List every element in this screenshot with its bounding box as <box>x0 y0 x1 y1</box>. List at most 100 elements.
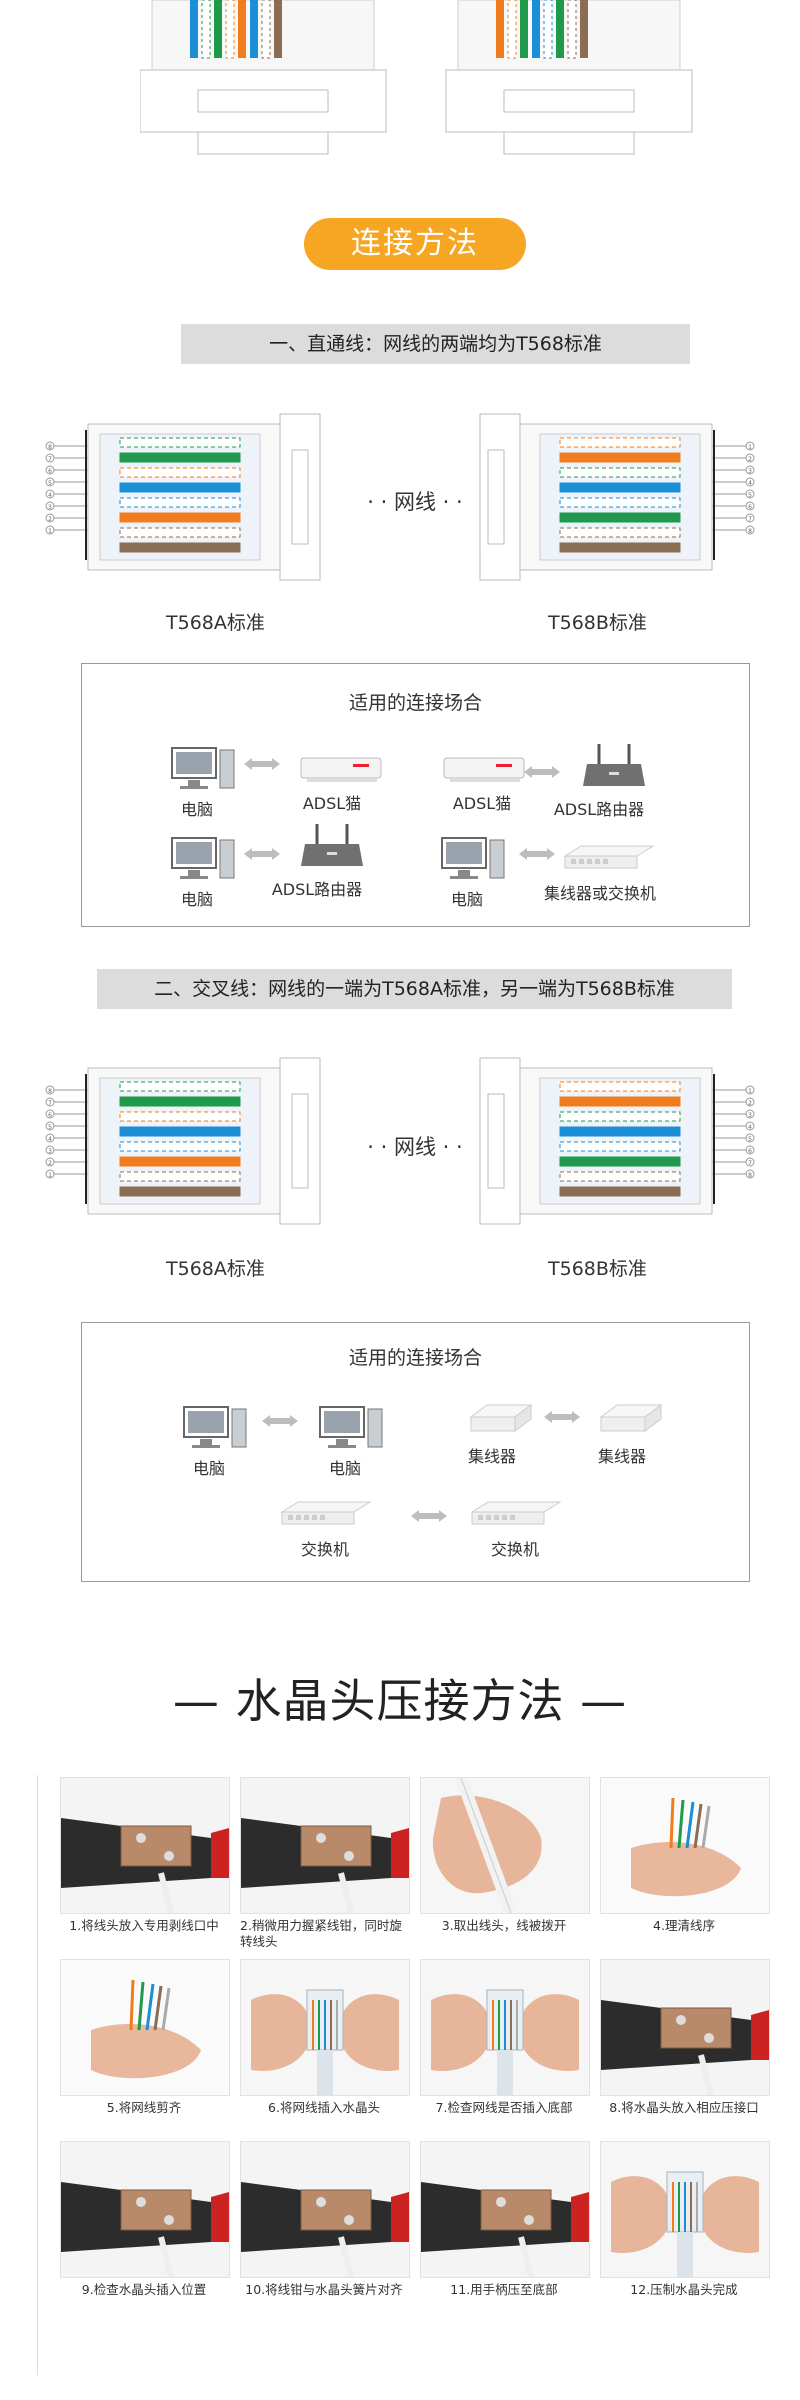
step-photo <box>600 1777 770 1914</box>
step-photo <box>60 1959 230 2096</box>
device-label: 电脑 <box>180 890 213 909</box>
device: 电脑 <box>174 1403 259 1479</box>
pin-number: 7 <box>48 1100 52 1107</box>
crimp-step-1: 1.将线头放入专用剥线口中 <box>60 1777 230 1934</box>
bidirectional-arrow-icon <box>242 756 282 776</box>
top-connector-left <box>140 0 387 155</box>
pin-number: 2 <box>48 516 52 523</box>
pin-number: 6 <box>748 504 752 511</box>
crimp-step-7: 7.检查网线是否插入底部 <box>420 1959 590 2116</box>
step-photo <box>420 2141 590 2278</box>
pin-number: 2 <box>48 1160 52 1167</box>
device: 电脑 <box>162 834 247 910</box>
pin-number: 8 <box>48 444 52 451</box>
pin-number: 8 <box>748 528 752 535</box>
pin-number: 4 <box>748 1124 752 1131</box>
connection-method-badge: 连接方法 <box>304 218 526 270</box>
pin-number: 6 <box>48 468 52 475</box>
crimp-step-8: 8.将水晶头放入相应压接口 <box>600 1959 770 2116</box>
step-caption: 12.压制水晶头完成 <box>630 2282 738 2297</box>
crimping-method-title: — 水晶头压接方法 — <box>172 1674 628 1728</box>
step-photo <box>600 2141 770 2278</box>
pin-number: 2 <box>748 1100 752 1107</box>
pin-number: 6 <box>48 1112 52 1119</box>
pin-number: 4 <box>48 492 52 499</box>
pin-number: 1 <box>748 1088 752 1095</box>
step-caption: 11.用手柄压至底部 <box>450 2282 558 2297</box>
step-photo <box>240 2141 410 2278</box>
bidirectional-arrow-icon <box>242 846 282 866</box>
section1-left-standard: T568A标准 <box>166 612 265 634</box>
computer-icon <box>432 834 517 886</box>
top-connector-right <box>445 0 693 155</box>
switch-icon <box>277 1498 375 1536</box>
pin-number: 3 <box>48 1148 52 1155</box>
pin-number: 2 <box>748 456 752 463</box>
step-caption: 8.将水晶头放入相应压接口 <box>609 2100 759 2115</box>
left-guide-line <box>37 1775 38 2375</box>
section2-usage-box: 适用的连接场合 电脑电脑集线器集线器交换机交换机 <box>81 1322 750 1582</box>
step-photo <box>240 1777 410 1914</box>
pin-number: 7 <box>748 1160 752 1167</box>
section2-right-standard: T568B标准 <box>548 1258 647 1280</box>
step-caption: 6.将网线插入水晶头 <box>268 2100 380 2115</box>
pin-number: 7 <box>748 516 752 523</box>
device: ADSL路由器 <box>272 822 382 900</box>
hub-icon <box>457 1399 542 1443</box>
computer-icon <box>174 1403 259 1455</box>
pin-number: 8 <box>48 1088 52 1095</box>
step-photo <box>60 1777 230 1914</box>
bidirectional-arrow-icon <box>260 1413 300 1433</box>
device: ADSL猫 <box>287 752 397 814</box>
router-icon <box>564 742 664 796</box>
device-label: 电脑 <box>180 800 213 819</box>
pin-number: 4 <box>748 480 752 487</box>
step-caption: 2.稍微用力握紧线钳，同时旋转线头 <box>240 1918 402 1949</box>
device: 交换机 <box>277 1498 375 1560</box>
device-label: ADSL路由器 <box>271 880 363 899</box>
top-connectors-illustration <box>140 0 693 155</box>
step-caption: 7.检查网线是否插入底部 <box>435 2100 573 2115</box>
pin-number: 1 <box>48 528 52 535</box>
section2-usage-title: 适用的连接场合 <box>348 1347 482 1369</box>
device: ADSL路由器 <box>554 742 664 820</box>
step-caption: 5.将网线剪齐 <box>106 2100 182 2115</box>
device: 集线器 <box>457 1399 542 1467</box>
section2-left-standard: T568A标准 <box>166 1258 265 1280</box>
bidirectional-arrow-icon <box>517 846 557 866</box>
section1-right-standard: T568B标准 <box>548 612 647 634</box>
device-label: 电脑 <box>328 1459 361 1478</box>
computer-icon <box>162 834 247 886</box>
pin-number: 8 <box>748 1172 752 1179</box>
step-caption: 10.将线钳与水晶头簧片对齐 <box>245 2282 403 2297</box>
switch-icon <box>552 842 665 880</box>
step-photo <box>600 1959 770 2096</box>
device-label: 交换机 <box>300 1540 349 1559</box>
pin-number: 7 <box>48 456 52 463</box>
computer-icon <box>310 1403 395 1455</box>
pin-number: 3 <box>748 1112 752 1119</box>
device-label: 交换机 <box>490 1540 539 1559</box>
pin-number: 5 <box>48 1124 52 1131</box>
pin-number: 1 <box>48 1172 52 1179</box>
crimp-step-3: 3.取出线头，线被拨开 <box>420 1777 590 1934</box>
pin-number: 1 <box>748 444 752 451</box>
step-photo <box>420 1959 590 2096</box>
crimp-step-9: 9.检查水晶头插入位置 <box>60 2141 230 2298</box>
crimp-step-11: 11.用手柄压至底部 <box>420 2141 590 2298</box>
pin-number: 4 <box>48 1136 52 1143</box>
step-caption: 3.取出线头，线被拨开 <box>441 1918 567 1933</box>
device-label: 电脑 <box>450 890 483 909</box>
pin-number: 5 <box>48 480 52 487</box>
computer-icon <box>162 744 247 796</box>
pin-number: 5 <box>748 1136 752 1143</box>
section1-cable-label: · · 网线 · · <box>367 490 463 514</box>
device: 电脑 <box>310 1403 395 1479</box>
crimp-step-5: 5.将网线剪齐 <box>60 1959 230 2116</box>
crimp-step-10: 10.将线钳与水晶头簧片对齐 <box>240 2141 410 2298</box>
crimping-steps-grid: 1.将线头放入专用剥线口中 2.稍微用力握紧线钳，同时旋转线头 3.取出线头，线被拨… <box>60 1777 776 2337</box>
